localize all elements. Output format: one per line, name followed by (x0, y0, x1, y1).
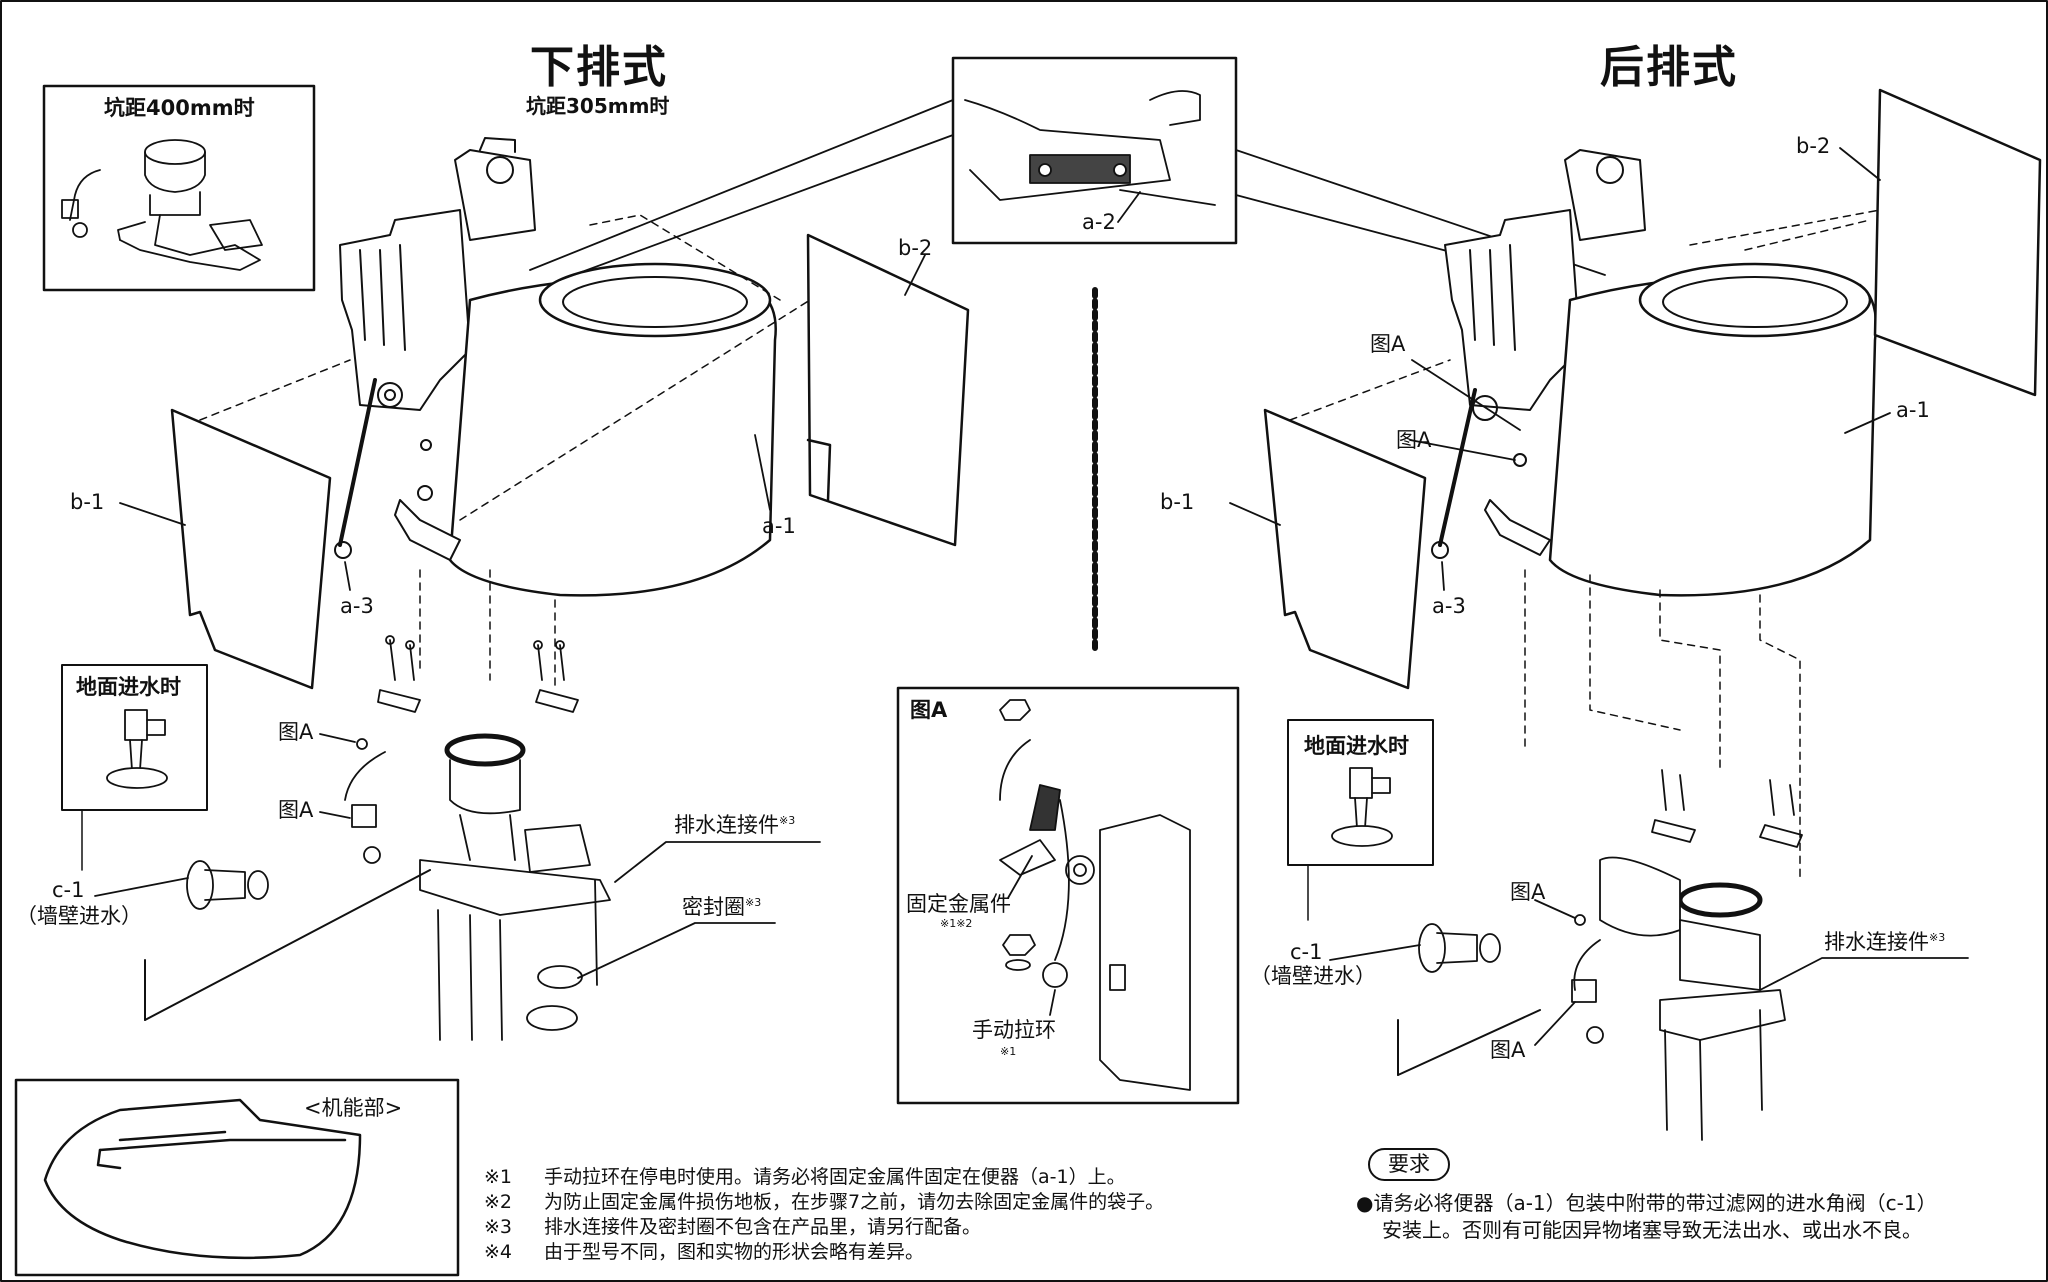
left-floor-inlet-box (61, 664, 208, 811)
inset-400mm-title: 坑距400mm时 (104, 96, 255, 120)
left-label-b2: b-2 (898, 236, 933, 260)
right-wall-valve-illustration (1418, 923, 1501, 973)
right-panel-b2 (1873, 88, 2042, 397)
drain-adapter-400-illustration (61, 139, 263, 271)
inset-400mm-box (42, 84, 316, 292)
right-label-a3: a-3 (1432, 594, 1466, 618)
function-unit-box (14, 1078, 460, 1277)
left-label-fig-a-1: 图A (278, 720, 314, 744)
left-panel-b1 (170, 408, 332, 690)
left-label-fig-a-2: 图A (278, 798, 314, 822)
right-side-panels (1263, 88, 2042, 690)
inset-a2-box (951, 56, 1238, 245)
fig-a-illustration (999, 699, 1191, 1091)
requirement-line-1: ●请务必将便器（a-1）包装中附带的带过滤网的进水角阀（c-1） (1356, 1191, 1937, 1215)
right-label-a1: a-1 (1896, 398, 1930, 422)
right-drain-connector-label: 排水连接件※3 (1824, 932, 1945, 953)
requirement-line-2: 安装上。否则有可能因异物堵塞导致无法出水、或出水不良。 (1382, 1218, 1922, 1242)
fig-a-title: 图A (910, 698, 948, 722)
footnote-1-text: 手动拉环在停电时使用。请务必将固定金属件固定在便器（a-1）上。 (544, 1166, 1126, 1188)
inset-a2-illustration (964, 90, 1216, 206)
footnote-4-text: 由于型号不同，图和实物的形状会略有差异。 (544, 1241, 925, 1263)
left-label-c1-note: （墙壁进水） (16, 904, 142, 928)
right-title: 后排式 (1600, 42, 1738, 93)
left-floor-line (144, 869, 431, 1021)
requirement-badge: 要求 (1368, 1148, 1450, 1181)
right-label-c1-note: （墙壁进水） (1250, 964, 1376, 988)
left-seal-ring-note: ※3 (745, 896, 762, 909)
left-wall-valve-illustration (186, 860, 269, 910)
footnote-1-mark: ※1 (484, 1166, 513, 1188)
left-drain-connector-note: ※3 (779, 814, 796, 827)
left-angle-valve-illustration (106, 709, 168, 789)
inset-a2-callout-left (529, 99, 954, 281)
requirement-text: ●请务必将便器（a-1）包装中附带的带过滤网的进水角阀（c-1） 安装上。否则有… (1356, 1190, 1937, 1244)
left-subtitle: 坑距305mm时 (526, 94, 670, 118)
footnote-3-text: 排水连接件及密封圈不包含在产品里，请另行配备。 (544, 1216, 982, 1238)
left-drain-connector-text: 排水连接件 (674, 813, 779, 837)
left-guide-lines (199, 214, 811, 691)
right-label-fig-a-2: 图A (1396, 428, 1432, 452)
right-drain-assembly (1571, 769, 1803, 1141)
footnote-2: ※2 为防止固定金属件损伤地板，在步骤7之前，请勿去除固定金属件的袋子。 (484, 1193, 1164, 1218)
footnote-2-text: 为防止固定金属件损伤地板，在步骤7之前，请勿去除固定金属件的袋子。 (544, 1191, 1165, 1213)
right-label-b2: b-2 (1796, 134, 1831, 158)
footnote-4-mark: ※4 (484, 1241, 513, 1263)
leader-lines (94, 147, 1969, 1046)
left-label-b1: b-1 (70, 490, 105, 514)
right-label-fig-a-4: 图A (1490, 1038, 1526, 1062)
right-label-b1: b-1 (1160, 490, 1195, 514)
left-seal-ring-label: 密封圈※3 (682, 897, 761, 918)
fig-a-pull-ring-note: ※1 (1000, 1045, 1017, 1058)
right-drain-connector-note: ※3 (1929, 931, 1946, 944)
right-panel-b1 (1263, 408, 1427, 690)
right-guide-lines (1289, 209, 1881, 881)
fig-a-box (896, 686, 1240, 1105)
right-label-c1: c-1 (1290, 940, 1323, 964)
left-side-panels (170, 233, 970, 690)
footnote-3: ※3 排水连接件及密封圈不包含在产品里，请另行配备。 (484, 1218, 1164, 1243)
left-floor-inlet-title: 地面进水时 (76, 675, 181, 699)
footnote-1: ※1 手动拉环在停电时使用。请务必将固定金属件固定在便器（a-1）上。 (484, 1168, 1164, 1193)
right-floor-inlet-title: 地面进水时 (1304, 734, 1409, 758)
left-drain-connector-label: 排水连接件※3 (674, 815, 795, 836)
footnote-3-mark: ※3 (484, 1216, 513, 1238)
fig-a-fixing-bracket-note: ※1※2 (940, 917, 973, 930)
footnote-2-mark: ※2 (484, 1191, 513, 1213)
right-label-fig-a-3: 图A (1510, 880, 1546, 904)
inset-a2-label: a-2 (1082, 210, 1116, 234)
footnotes-list: ※1 手动拉环在停电时使用。请务必将固定金属件固定在便器（a-1）上。 ※2 为防止… (484, 1168, 1164, 1268)
left-seal-ring-text: 密封圈 (682, 895, 745, 919)
right-angle-valve-illustration (1331, 767, 1393, 847)
left-label-c1: c-1 (52, 878, 85, 902)
left-label-a1: a-1 (762, 514, 796, 538)
left-title: 下排式 (530, 42, 668, 93)
left-panel-b2 (806, 233, 970, 547)
left-toilet-illustration (334, 137, 777, 597)
fig-a-fixing-bracket-label: 固定金属件 (906, 892, 1011, 916)
right-drain-connector-text: 排水连接件 (1824, 930, 1929, 954)
function-unit-illustration (43, 1098, 362, 1260)
right-floor-line (1397, 1009, 1541, 1076)
fig-a-pull-ring-label: 手动拉环 (972, 1018, 1056, 1042)
function-unit-label: <机能部> (304, 1096, 403, 1120)
right-floor-inlet-box (1287, 719, 1434, 866)
right-label-fig-a-1: 图A (1370, 332, 1406, 356)
footnote-4: ※4 由于型号不同，图和实物的形状会略有差异。 (484, 1243, 1164, 1268)
left-label-a3: a-3 (340, 594, 374, 618)
left-drain-assembly (344, 635, 611, 1041)
right-toilet-illustration (1431, 149, 1878, 597)
